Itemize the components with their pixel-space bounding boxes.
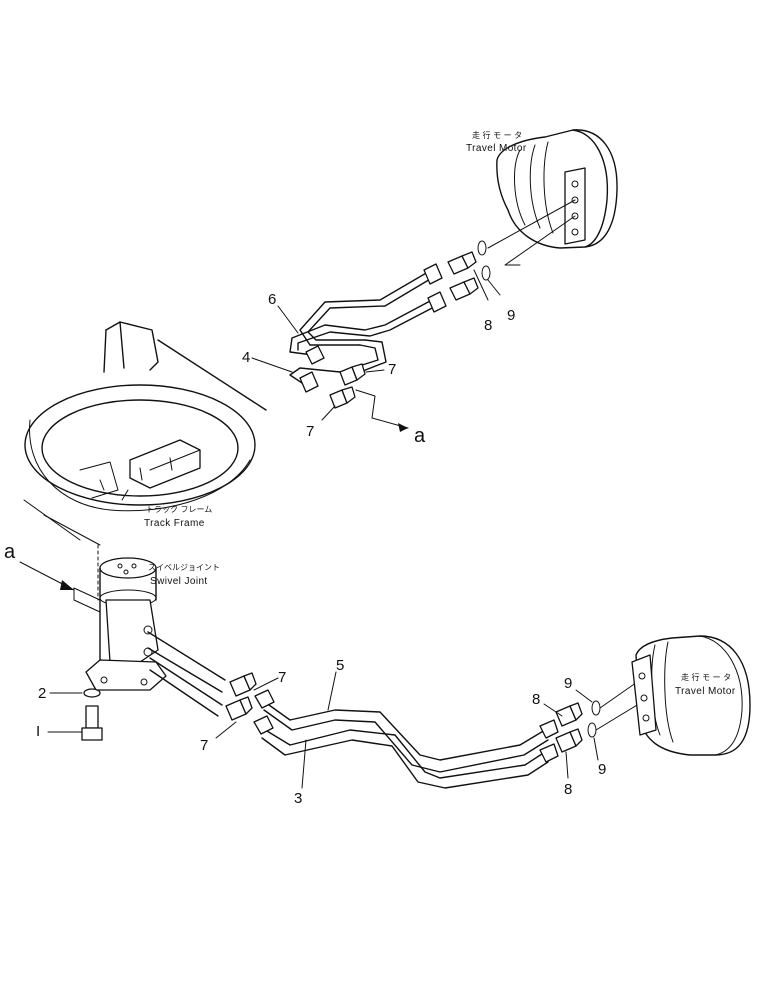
washer-2: [83, 688, 101, 698]
callout-7-top-left: 7: [306, 423, 314, 440]
callout-7-top-right: 7: [388, 361, 396, 378]
callout-4: 4: [242, 349, 250, 366]
swivel-joint-jp-label: スイベルジョイント: [148, 563, 220, 572]
callout-9-bottom-lower: 9: [598, 761, 606, 778]
track-frame: トラック フレーム Track Frame: [23, 321, 267, 601]
callout-9-top: 9: [507, 307, 515, 324]
callout-1: I: [36, 723, 40, 740]
travel-motor-top: 走 行 モ ー タ Travel Motor: [466, 129, 618, 249]
callout-7-bottom-lower: 7: [200, 737, 208, 754]
callout-6: 6: [268, 291, 276, 308]
callout-3: 3: [294, 790, 302, 807]
travel-motor-right: 走 行 モ ー タ Travel Motor: [631, 635, 751, 756]
view-ref-a-left: a: [4, 541, 16, 563]
view-ref-a-top: a: [414, 425, 426, 447]
callout-2: 2: [38, 685, 46, 702]
callout-8-top: 8: [484, 317, 492, 334]
bolt-1: [81, 705, 103, 741]
pipe-assembly-top: [289, 263, 447, 393]
swivel-joint-en-label: Swivel Joint: [150, 576, 208, 587]
travel-motor-top-jp-label: 走 行 モ ー タ: [472, 130, 522, 140]
travel-motor-right-en-label: Travel Motor: [675, 686, 736, 697]
track-frame-en-label: Track Frame: [144, 518, 205, 529]
pipe-assembly-bottom: [147, 631, 559, 789]
travel-motor-right-jp-label: 走 行 モ ー タ: [681, 672, 731, 682]
callout-5: 5: [336, 657, 344, 674]
fitting-8-bottom: [555, 700, 601, 753]
callout-8-bottom-upper: 8: [532, 691, 540, 708]
callout-7-bottom-upper: 7: [278, 669, 286, 686]
callout-8-bottom-lower: 8: [564, 781, 572, 798]
fitting-7-top: [329, 363, 366, 409]
fitting-8-top: [447, 240, 501, 301]
travel-motor-top-en-label: Travel Motor: [466, 143, 527, 154]
callout-9-bottom-upper: 9: [564, 675, 572, 692]
track-frame-jp-label: トラック フレーム: [146, 505, 212, 514]
swivel-joint: スイベルジョイント Swivel Joint: [85, 557, 220, 691]
